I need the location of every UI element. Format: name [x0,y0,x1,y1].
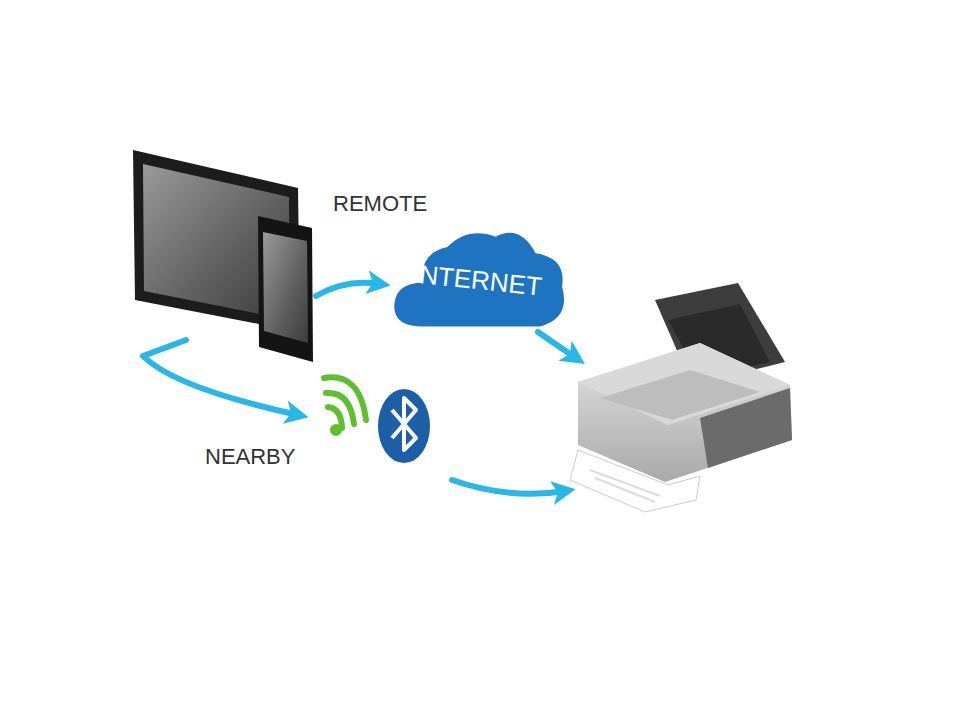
wireless-arrow [452,480,565,494]
connection-label: NEARBY [205,444,295,470]
phone-screen [263,232,308,343]
remote-arrow [316,283,380,296]
cloud-shape: INTERNET [390,222,567,337]
printer [570,283,792,512]
cloud-fill [394,233,564,327]
bluetooth-rune [392,398,416,450]
internet-arrow [538,332,576,358]
connection-label: REMOTE [333,191,427,217]
bluetooth-symbol [378,389,430,463]
phone-frame [258,216,313,362]
nearby-arrow [143,340,298,415]
wifi-symbol [324,377,366,433]
